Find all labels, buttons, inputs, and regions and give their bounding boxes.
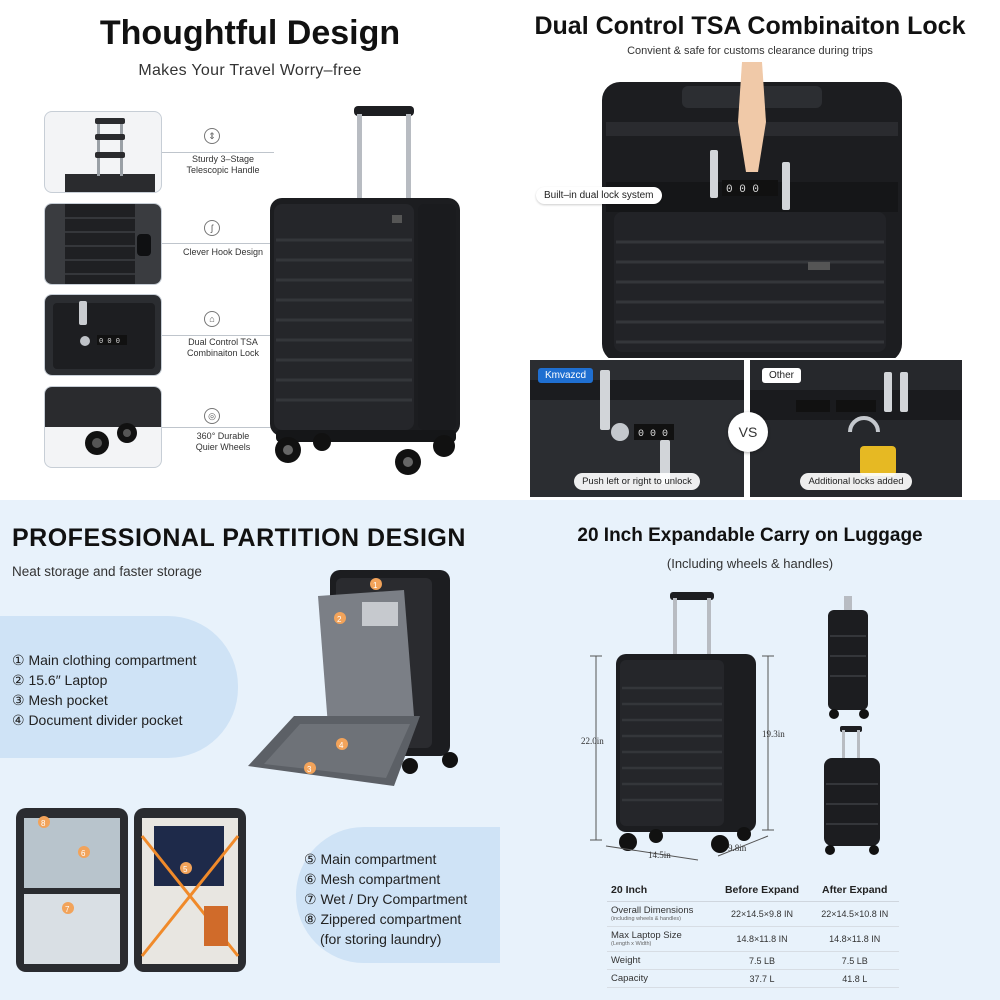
table-cell: 41.8 L	[810, 969, 899, 988]
list-item: ⑥ Mesh compartment	[304, 871, 441, 887]
carry-on-title: 20 Inch Expandable Carry on Luggage	[577, 525, 923, 546]
table-row-label: Max Laptop Size(Length x Width)	[607, 926, 714, 952]
lock-closeup-image: 0 0 0	[602, 62, 902, 358]
wheel-icon: ◎	[204, 408, 220, 424]
kmvazcd-lock-panel: 0 0 0 Kmvazcd Push left or right to unlo…	[530, 360, 744, 497]
brand-tag: Kmvazcd	[538, 368, 594, 383]
table-header-row: 20 Inch Before Expand After Expand	[607, 881, 899, 902]
tsa-lock-subtitle: Convient & safe for customs clearance du…	[627, 45, 873, 57]
front-pocket-suitcase-image: 1 2 3 4	[248, 570, 458, 786]
table-cell: 22×14.5×9.8 IN	[713, 901, 811, 927]
table-cell: 37.7 L	[713, 969, 811, 988]
carry-on-subtitle: (Including wheels & handles)	[666, 556, 834, 571]
table-row: Capacity 37.7 L 41.8 L	[607, 969, 899, 988]
height-total-label: 22.0in	[581, 736, 604, 746]
interior-list: ⑤ Main compartment ⑥ Mesh compartment ⑦ …	[304, 849, 467, 949]
partition-subtitle: Neat storage and faster storage	[12, 564, 202, 579]
hook-icon: ʃ	[204, 220, 220, 236]
lock-dial-digits: 0 0 0	[726, 184, 759, 196]
svg-text:8: 8	[41, 819, 46, 828]
list-item: (for storing laundry)	[320, 931, 442, 947]
tsa-lock-title: Dual Control TSA Combinaiton Lock	[534, 12, 966, 40]
table-cell: 22×14.5×10.8 IN	[810, 901, 899, 927]
list-item: ③ Mesh pocket	[12, 692, 108, 708]
list-item: ⑧ Zippered compartment	[304, 911, 462, 927]
svg-text:5: 5	[183, 865, 188, 874]
hook-thumbnail	[44, 203, 162, 285]
feature-label-hook: Clever Hook Design	[182, 247, 264, 257]
svg-text:0 0 0: 0 0 0	[99, 338, 120, 346]
table-row-label: Capacity	[607, 969, 714, 988]
interior-suitcase-image: 8 6 7 5	[16, 808, 246, 972]
vs-badge: VS	[728, 412, 768, 452]
table-row: Max Laptop Size(Length x Width) 14.8×11.…	[607, 926, 899, 952]
telescopic-handle-image	[65, 118, 155, 192]
table-header: 20 Inch	[607, 881, 714, 902]
thoughtful-design-title: Thoughtful Design	[99, 14, 401, 52]
depth-label: 9.8in	[728, 843, 747, 853]
table-cell: 14.8×11.8 IN	[810, 926, 899, 952]
hook-image	[45, 204, 161, 284]
thoughtful-design-subtitle: Makes Your Travel Worry–free	[138, 62, 362, 79]
thoughtful-design-panel: Thoughtful Design Makes Your Travel Worr…	[0, 0, 500, 500]
leader-line	[162, 243, 274, 244]
svg-text:6: 6	[81, 849, 86, 858]
side-view-image	[828, 596, 869, 719]
lock-thumbnail: 0 0 0	[44, 294, 162, 376]
svg-text:4: 4	[339, 741, 344, 750]
dual-lock-callout: Built–in dual lock system	[536, 187, 662, 204]
svg-text:0 0 0: 0 0 0	[638, 429, 668, 440]
other-tag: Other	[762, 368, 802, 383]
list-item: ④ Document divider pocket	[12, 712, 183, 728]
other-lock-panel: Other Additional locks added	[750, 360, 962, 497]
list-item: ① Main clothing compartment	[12, 652, 197, 668]
table-cell: 7.5 LB	[713, 951, 811, 970]
spec-table: 20 Inch Before Expand After Expand Overa…	[607, 881, 899, 988]
handle-icon: ⇕	[204, 128, 220, 144]
svg-text:2: 2	[337, 615, 342, 624]
partition-title: PROFESSIONAL PARTITION DESIGN	[12, 524, 466, 552]
lock-icon: ⌂	[204, 311, 220, 327]
tsa-lock-image: 0 0 0	[45, 295, 161, 375]
partition-design-panel: PROFESSIONAL PARTITION DESIGN Neat stora…	[0, 500, 500, 1000]
svg-text:7: 7	[65, 905, 70, 914]
tsa-lock-panel: Dual Control TSA Combinaiton Lock Convie…	[500, 0, 1000, 500]
leader-line	[162, 152, 274, 153]
list-item: ② 15.6″ Laptop	[12, 672, 108, 688]
svg-text:1: 1	[373, 581, 378, 590]
handle-thumbnail	[44, 111, 162, 193]
wheels-thumbnail	[44, 386, 162, 468]
table-row-label: Weight	[607, 951, 714, 970]
height-body-label: 19.3in	[762, 729, 785, 739]
table-cell: 14.8×11.8 IN	[713, 926, 811, 952]
interior-list-background	[296, 827, 500, 963]
table-row: Weight 7.5 LB 7.5 LB	[607, 951, 899, 970]
leader-line	[162, 427, 274, 428]
svg-text:3: 3	[307, 765, 312, 774]
main-suitcase-image	[270, 106, 460, 475]
front-pocket-list-background	[0, 616, 238, 758]
carry-on-specs-panel: 20 Inch Expandable Carry on Luggage (Inc…	[500, 500, 1000, 1000]
table-header: Before Expand	[713, 881, 811, 902]
wheels-image	[45, 387, 161, 455]
table-header: After Expand	[810, 881, 899, 902]
width-label: 14.5in	[648, 850, 671, 860]
brand-lock-caption: Push left or right to unlock	[574, 473, 700, 490]
table-row: Overall Dimensions(including wheels & ha…	[607, 901, 899, 927]
other-lock-caption: Additional locks added	[800, 473, 912, 490]
table-cell: 7.5 LB	[810, 951, 899, 970]
list-item: ⑤ Main compartment	[304, 851, 437, 867]
leader-line	[162, 335, 274, 336]
dimension-diagram	[590, 592, 774, 861]
front-pocket-list: ① Main clothing compartment ② 15.6″ Lapt…	[12, 650, 197, 730]
table-row-label: Overall Dimensions(including wheels & ha…	[607, 901, 714, 927]
back-view-image	[824, 726, 880, 855]
list-item: ⑦ Wet / Dry Compartment	[304, 891, 468, 907]
